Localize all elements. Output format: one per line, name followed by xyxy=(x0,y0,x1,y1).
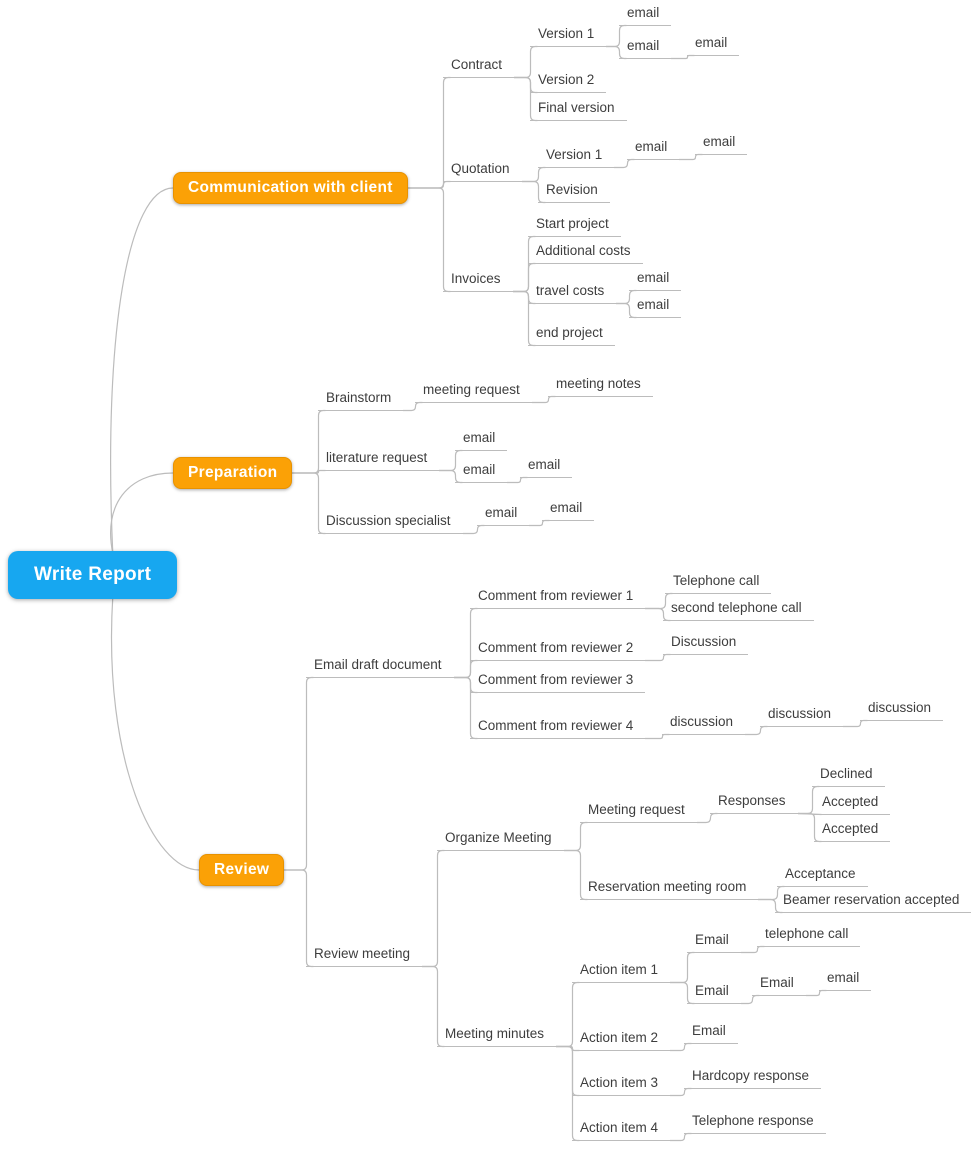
node-final-version[interactable]: Final version xyxy=(530,100,627,121)
node-meeting-request[interactable]: meeting request xyxy=(415,382,532,403)
node-version-1[interactable]: Version 1 xyxy=(530,26,607,47)
node-email[interactable]: email xyxy=(695,134,748,155)
node-communication-with-client[interactable]: Communication with client xyxy=(173,172,408,204)
node-telephone-call[interactable]: telephone call xyxy=(757,926,861,947)
edge xyxy=(806,989,827,997)
node-acceptance[interactable]: Acceptance xyxy=(777,866,868,887)
edge xyxy=(745,725,768,736)
node-travel-costs[interactable]: travel costs xyxy=(528,283,617,304)
node-email[interactable]: email xyxy=(619,38,672,59)
edge xyxy=(697,812,718,824)
edge xyxy=(843,719,868,728)
node-accepted[interactable]: Accepted xyxy=(814,821,891,842)
node-email[interactable]: email xyxy=(819,970,872,991)
node-organize-meeting[interactable]: Organize Meeting xyxy=(437,830,564,851)
node-comment-from-reviewer-2[interactable]: Comment from reviewer 2 xyxy=(470,640,646,661)
node-version-2[interactable]: Version 2 xyxy=(530,72,607,93)
node-email[interactable]: Email xyxy=(687,983,741,1004)
node-review-meeting[interactable]: Review meeting xyxy=(306,946,423,967)
edge xyxy=(463,524,485,535)
node-discussion[interactable]: discussion xyxy=(760,706,844,727)
edge xyxy=(422,849,445,968)
edge xyxy=(741,945,765,954)
node-email[interactable]: email xyxy=(455,462,508,483)
node-comment-from-reviewer-1[interactable]: Comment from reviewer 1 xyxy=(470,588,646,609)
node-telephone-call[interactable]: Telephone call xyxy=(665,573,772,594)
node-version-1[interactable]: Version 1 xyxy=(538,147,615,168)
node-email[interactable]: Email xyxy=(684,1023,738,1044)
edge xyxy=(507,476,528,484)
node-responses[interactable]: Responses xyxy=(710,793,798,814)
node-action-item-2[interactable]: Action item 2 xyxy=(572,1030,671,1051)
node-meeting-notes[interactable]: meeting notes xyxy=(548,376,653,397)
node-quotation[interactable]: Quotation xyxy=(443,161,522,182)
node-email[interactable]: Email xyxy=(687,932,741,953)
node-literature-request[interactable]: literature request xyxy=(318,450,440,471)
edge xyxy=(110,596,200,871)
node-email[interactable]: Email xyxy=(752,975,806,996)
node-beamer-reservation-accepted[interactable]: Beamer reservation accepted xyxy=(775,892,972,913)
edge xyxy=(679,153,703,161)
node-review[interactable]: Review xyxy=(199,854,285,886)
edge xyxy=(670,951,695,984)
node-email[interactable]: email xyxy=(619,5,672,26)
node-accepted[interactable]: Accepted xyxy=(814,794,891,815)
edge xyxy=(564,821,588,852)
node-hardcopy-response[interactable]: Hardcopy response xyxy=(684,1068,822,1089)
node-preparation[interactable]: Preparation xyxy=(173,457,293,489)
edge xyxy=(529,519,550,527)
node-brainstorm[interactable]: Brainstorm xyxy=(318,390,404,411)
node-email[interactable]: email xyxy=(687,35,740,56)
edge xyxy=(532,395,556,404)
node-start-project[interactable]: Start project xyxy=(528,216,621,237)
node-comment-from-reviewer-4[interactable]: Comment from reviewer 4 xyxy=(470,718,646,739)
node-action-item-3[interactable]: Action item 3 xyxy=(572,1075,671,1096)
node-email[interactable]: email xyxy=(627,139,680,160)
edge xyxy=(645,733,670,740)
node-discussion[interactable]: Discussion xyxy=(663,634,749,655)
node-email[interactable]: email xyxy=(629,270,682,291)
node-email[interactable]: email xyxy=(542,500,595,521)
node-meeting-request[interactable]: Meeting request xyxy=(580,802,697,823)
edge xyxy=(614,158,635,169)
node-revision[interactable]: Revision xyxy=(538,182,610,203)
edge xyxy=(284,676,314,871)
node-second-telephone-call[interactable]: second telephone call xyxy=(663,600,814,621)
node-action-item-4[interactable]: Action item 4 xyxy=(572,1120,671,1141)
node-telephone-response[interactable]: Telephone response xyxy=(684,1113,826,1134)
node-action-item-1[interactable]: Action item 1 xyxy=(572,962,671,983)
edge xyxy=(741,994,760,1005)
edge xyxy=(670,1042,692,1052)
node-meeting-minutes[interactable]: Meeting minutes xyxy=(437,1026,557,1047)
node-email[interactable]: email xyxy=(629,297,682,318)
node-email[interactable]: email xyxy=(520,457,573,478)
node-invoices[interactable]: Invoices xyxy=(443,271,513,292)
node-discussion[interactable]: discussion xyxy=(860,700,944,721)
edge xyxy=(408,180,451,189)
node-discussion[interactable]: discussion xyxy=(662,714,746,735)
edge xyxy=(110,472,174,554)
edge xyxy=(670,1132,692,1142)
edge xyxy=(403,401,423,412)
edge xyxy=(522,166,546,183)
node-reservation-meeting-room[interactable]: Reservation meeting room xyxy=(580,879,759,900)
edge xyxy=(110,187,174,554)
node-email[interactable]: email xyxy=(477,505,530,526)
node-contract[interactable]: Contract xyxy=(443,57,515,78)
node-additional-costs[interactable]: Additional costs xyxy=(528,243,643,264)
node-declined[interactable]: Declined xyxy=(812,766,885,787)
node-discussion-specialist[interactable]: Discussion specialist xyxy=(318,513,463,534)
node-comment-from-reviewer-3[interactable]: Comment from reviewer 3 xyxy=(470,672,646,693)
node-email-draft-document[interactable]: Email draft document xyxy=(306,657,454,678)
node-email[interactable]: email xyxy=(455,430,508,451)
edge xyxy=(645,653,671,662)
edge xyxy=(670,1087,692,1097)
node-write-report[interactable]: Write Report xyxy=(8,551,178,599)
node-end-project[interactable]: end project xyxy=(528,325,615,346)
